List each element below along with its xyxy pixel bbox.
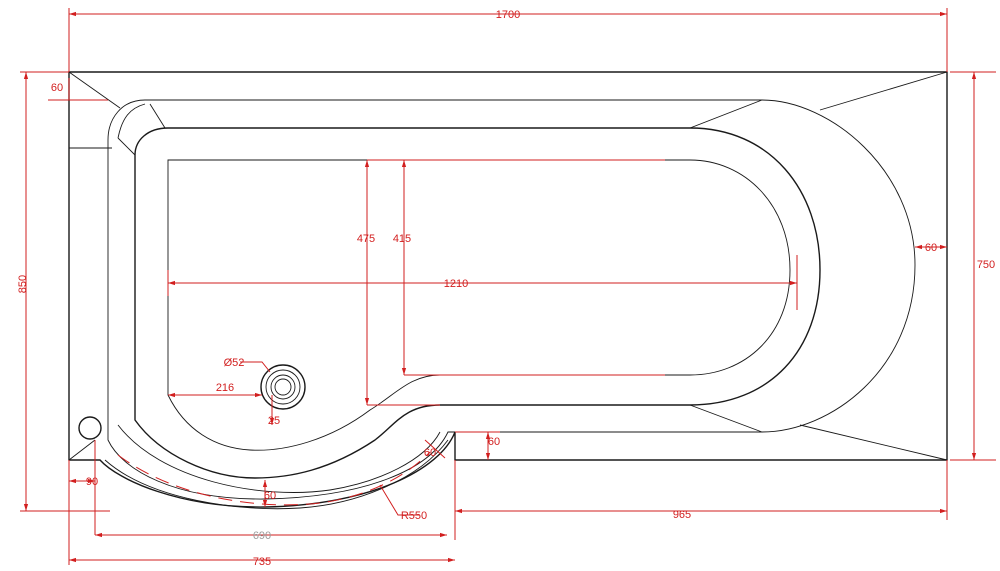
dimension-labels: 1700 850 750 1210 475 415 60 60 60 60 60… bbox=[17, 9, 995, 568]
curve-rim-line bbox=[117, 424, 441, 493]
label-60-right: 60 bbox=[925, 242, 937, 254]
corner-hole bbox=[78, 416, 102, 440]
dim-line-60-curve bbox=[424, 439, 446, 459]
basin-floor bbox=[134, 127, 821, 479]
label-475: 475 bbox=[357, 233, 375, 245]
label-r550: R550 bbox=[401, 510, 427, 522]
label-waste-dia: Ø52 bbox=[224, 357, 245, 369]
label-750: 750 bbox=[977, 259, 995, 271]
inner-rim bbox=[107, 99, 916, 500]
inner-basin bbox=[167, 159, 791, 451]
waste-outlet bbox=[260, 364, 306, 410]
rim-corner-lines bbox=[68, 71, 948, 461]
outer-rim bbox=[68, 71, 948, 508]
top-left-bevel bbox=[117, 103, 166, 156]
label-690: 690 bbox=[253, 530, 271, 542]
label-965: 965 bbox=[673, 509, 691, 521]
label-1210: 1210 bbox=[444, 278, 468, 290]
dimension-lines bbox=[20, 8, 996, 565]
right-end-bevels bbox=[689, 99, 763, 433]
label-60-step: 60 bbox=[488, 436, 500, 448]
curve-rim-line-2 bbox=[104, 439, 449, 510]
label-735: 735 bbox=[253, 556, 271, 568]
label-60-curve: 60 bbox=[424, 447, 436, 459]
bath-outline bbox=[68, 71, 948, 510]
label-60-bottom: 60 bbox=[264, 490, 276, 502]
leader-waste-dia bbox=[240, 361, 271, 373]
label-1700: 1700 bbox=[496, 9, 520, 21]
label-850: 850 bbox=[17, 275, 29, 293]
leader-radius bbox=[379, 484, 420, 516]
radius-arc bbox=[117, 451, 431, 506]
label-216: 216 bbox=[216, 382, 234, 394]
label-60-topleft: 60 bbox=[51, 82, 63, 94]
label-25: 25 bbox=[268, 415, 280, 427]
label-90: 90 bbox=[86, 476, 98, 488]
label-415: 415 bbox=[393, 233, 411, 245]
